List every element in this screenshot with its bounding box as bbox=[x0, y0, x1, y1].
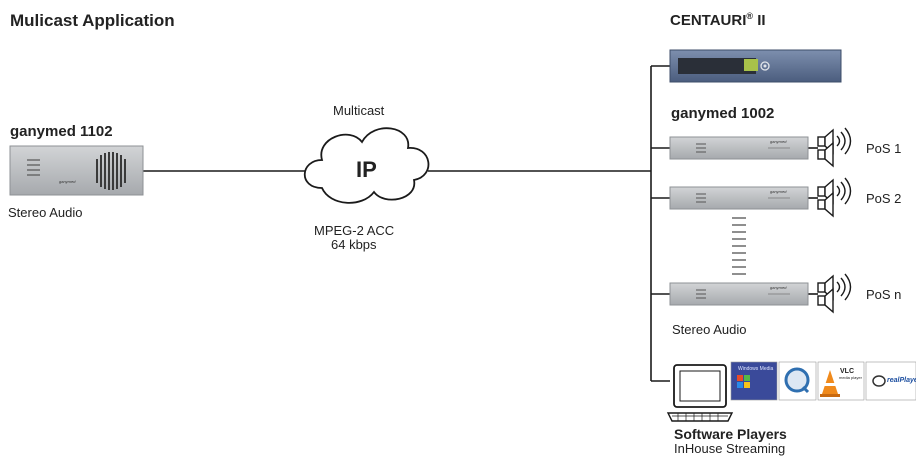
pos-1-label: PoS 1 bbox=[866, 141, 902, 156]
speaker-icon bbox=[817, 177, 852, 218]
ganymed-1002-label: ganymed 1002 bbox=[671, 105, 775, 122]
software-player-logos bbox=[730, 361, 916, 401]
ganymed-brand-label: ganymed bbox=[59, 179, 76, 184]
connection-lines bbox=[143, 65, 818, 382]
realplayer-label: realPlayer bbox=[887, 377, 916, 384]
vlc-icon bbox=[817, 361, 865, 401]
receiver-brand-label: ganymed bbox=[770, 285, 787, 290]
receiver-brand-label: ganymed bbox=[770, 139, 787, 144]
centauri-label: CENTAURI® II bbox=[670, 11, 766, 29]
ip-label: IP bbox=[356, 157, 377, 182]
ganymed-1102-label: ganymed 1102 bbox=[10, 123, 113, 140]
bitrate-label: 64 kbps bbox=[331, 237, 377, 252]
receiver-brand-label: ganymed bbox=[770, 189, 787, 194]
speaker-icon bbox=[817, 127, 852, 168]
pos-2-label: PoS 2 bbox=[866, 191, 902, 206]
vlc-sublabel: media player bbox=[839, 375, 862, 380]
software-players-subtitle: InHouse Streaming bbox=[674, 441, 786, 456]
vlc-label: VLC bbox=[840, 368, 854, 375]
diagram-title: Mulicast Application bbox=[10, 11, 175, 30]
speaker-icon bbox=[817, 273, 852, 314]
pos-n-label: PoS n bbox=[866, 287, 902, 302]
software-players-title: Software Players bbox=[674, 426, 787, 442]
more-receivers-ellipsis bbox=[732, 217, 746, 275]
centauri-device bbox=[669, 49, 842, 83]
windows-media-label: Windows Media bbox=[738, 366, 774, 372]
realplayer-icon bbox=[865, 361, 916, 401]
speaker-icons bbox=[817, 127, 852, 314]
monitor-icon bbox=[666, 364, 734, 422]
windows-media-icon bbox=[730, 361, 778, 401]
quicktime-icon bbox=[778, 361, 817, 401]
ip-cloud bbox=[303, 127, 430, 204]
receivers-caption: Stereo Audio bbox=[672, 322, 747, 337]
source-caption: Stereo Audio bbox=[8, 205, 83, 220]
ganymed-1102-device bbox=[9, 145, 144, 196]
receiver-devices bbox=[669, 136, 809, 306]
multicast-label: Multicast bbox=[333, 103, 385, 118]
codec-label: MPEG-2 ACC bbox=[314, 223, 395, 238]
